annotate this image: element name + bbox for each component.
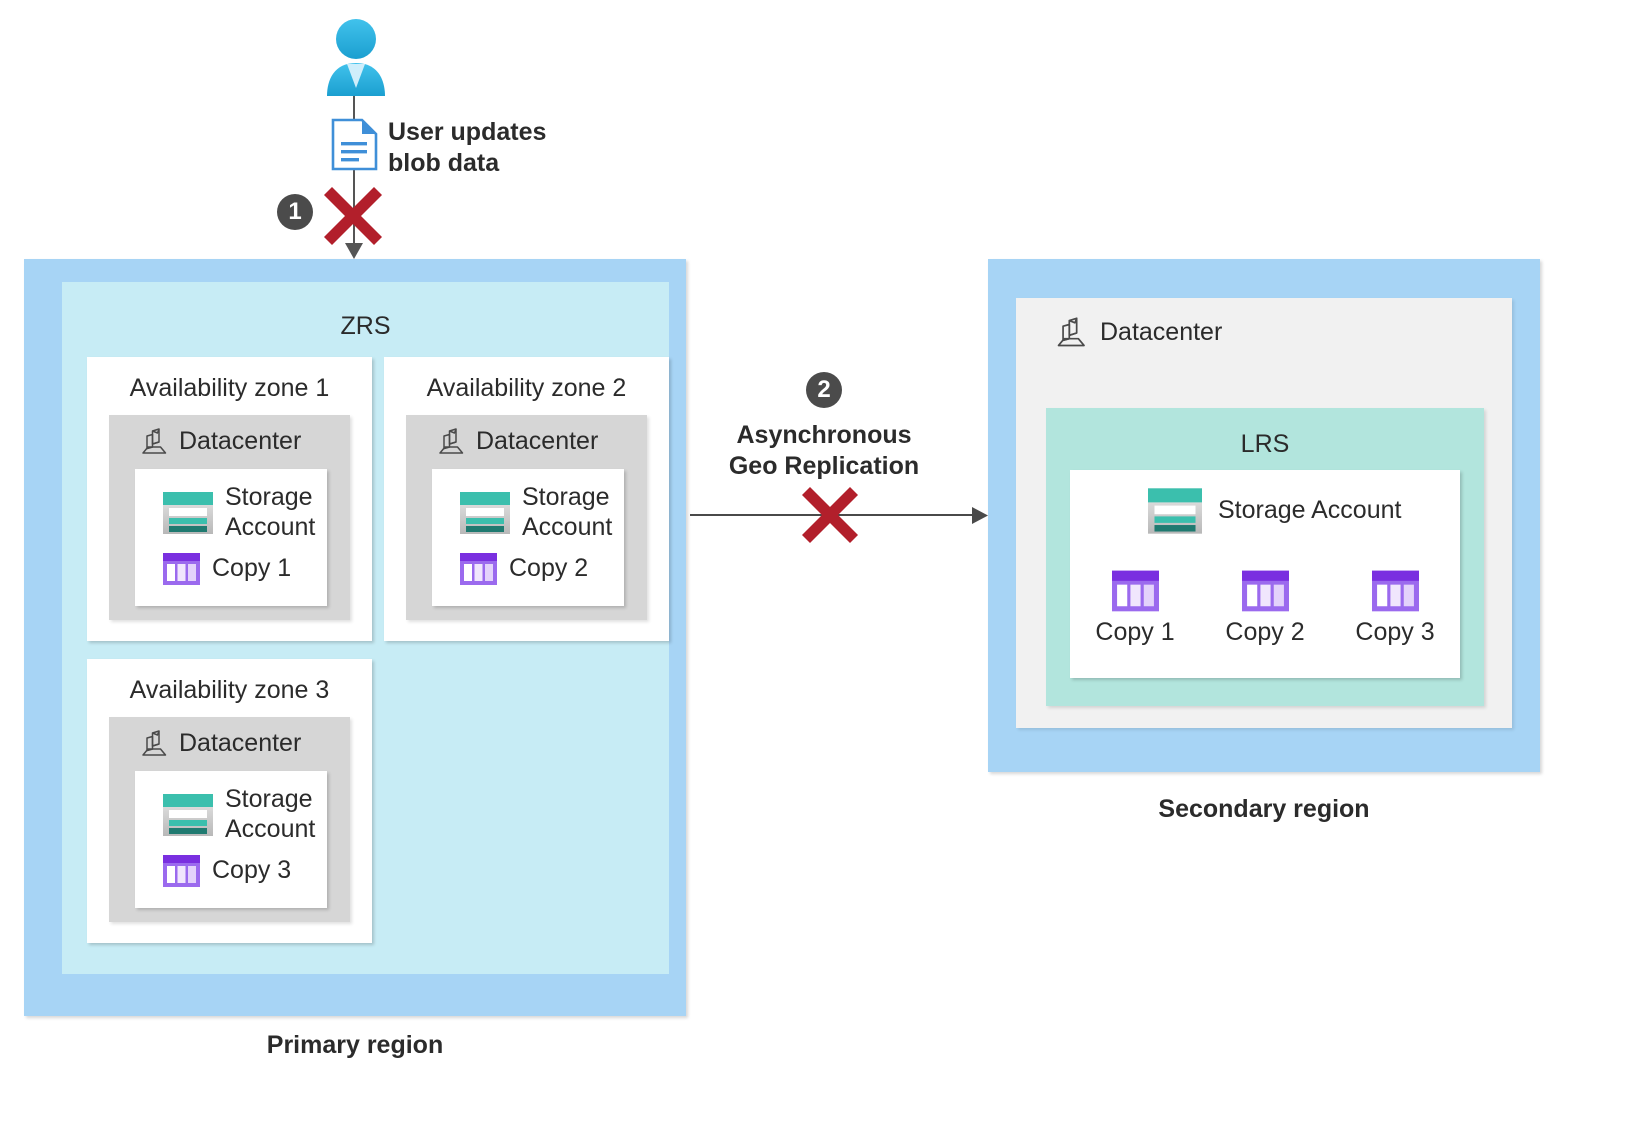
user-action-label-line1: User updates (388, 118, 547, 146)
storage-account-line1-zone-1: Storage (225, 483, 313, 511)
arrow-right-icon (972, 507, 988, 524)
datacenter-box-zone-3: Datacenter (109, 717, 350, 922)
copy-label-zone-3: Copy 3 (212, 856, 292, 885)
storage-account-label-zone-2: Storage Account (522, 483, 612, 542)
lrs-container: LRS (1046, 408, 1484, 706)
copy-icon (163, 553, 200, 585)
storage-inner-box-zone-1: Storage Account (135, 469, 327, 606)
datacenter-label-secondary: Datacenter (1100, 318, 1223, 347)
copy-label-secondary-3: Copy 3 (1355, 618, 1435, 646)
copy-row-zone-2: Copy 2 (460, 553, 588, 585)
user-connector-arrowhead (345, 243, 363, 259)
datacenter-icon (139, 729, 169, 759)
storage-account-line2-zone-2: Account (522, 512, 613, 541)
replication-label-line1: Asynchronous (736, 421, 912, 449)
datacenter-label-zone-2: Datacenter (476, 427, 599, 456)
storage-account-row-zone-1: Storage Account (163, 483, 315, 542)
step-2-badge: 2 (806, 372, 842, 408)
datacenter-header-zone-2: Datacenter (436, 427, 598, 457)
user-action-label-line2: blob data (388, 148, 500, 177)
datacenter-icon (436, 427, 466, 457)
storage-account-row-secondary: Storage Account (1148, 488, 1401, 534)
red-x-icon-user-path (322, 185, 384, 247)
storage-account-line2-zone-3: Account (225, 814, 316, 843)
zrs-label: ZRS (340, 312, 391, 340)
datacenter-label-zone-3: Datacenter (179, 729, 302, 758)
storage-account-row-zone-2: Storage Account (460, 483, 612, 542)
secondary-region-container: Datacenter LRS (988, 259, 1540, 772)
copy-icon (1340, 570, 1450, 612)
storage-account-line1-zone-2: Storage (522, 483, 610, 511)
datacenter-label-zone-1: Datacenter (179, 427, 302, 456)
availability-zone-3-label: Availability zone 3 (129, 676, 330, 704)
storage-account-label-zone-1: Storage Account (225, 483, 315, 542)
step-1-badge: 1 (277, 194, 313, 230)
user-action-label: User updates blob data (388, 117, 546, 178)
availability-zone-1-box: Availability zone 1 (87, 357, 372, 641)
copy-label-zone-2: Copy 2 (509, 554, 589, 583)
zrs-container: ZRS Availability zone 1 (62, 282, 669, 974)
copy-label-secondary-2: Copy 2 (1225, 618, 1305, 646)
datacenter-icon (139, 427, 169, 457)
availability-zone-2-box: Availability zone 2 (384, 357, 669, 641)
step-1-number: 1 (288, 198, 302, 225)
datacenter-box-zone-1: Datacenter (109, 415, 350, 620)
copy-label-zone-1: Copy 1 (212, 554, 292, 583)
copy-icon (1210, 570, 1320, 612)
copy-icon (1080, 570, 1190, 612)
datacenter-icon (1054, 316, 1088, 350)
storage-account-icon (163, 793, 213, 836)
copy-item-3: Copy 3 (1340, 570, 1450, 648)
availability-zone-2-label: Availability zone 2 (426, 374, 627, 402)
lrs-inner-box: Storage Account (1070, 470, 1460, 678)
copy-icon (460, 553, 497, 585)
primary-region-container: ZRS Availability zone 1 (24, 259, 686, 1016)
copy-label-secondary-1: Copy 1 (1095, 618, 1175, 646)
secondary-region-caption: Secondary region (1158, 795, 1370, 823)
availability-zone-3-box: Availability zone 3 (87, 659, 372, 943)
storage-account-line1-zone-3: Storage (225, 785, 313, 813)
copy-row-zone-1: Copy 1 (163, 553, 291, 585)
user-icon (320, 18, 392, 98)
step-2-number: 2 (817, 376, 831, 403)
primary-region-caption: Primary region (266, 1031, 444, 1059)
copies-row-secondary: Copy 1 (1070, 570, 1460, 648)
storage-account-label-zone-3: Storage Account (225, 785, 315, 844)
datacenter-panel-secondary: Datacenter LRS (1016, 298, 1512, 728)
storage-account-label-secondary: Storage Account (1218, 496, 1402, 525)
storage-account-row-zone-3: Storage Account (163, 785, 315, 844)
copy-item-1: Copy 1 (1080, 570, 1190, 648)
user-connector-line (353, 96, 355, 252)
red-x-icon-replication (800, 485, 860, 545)
replication-label: Asynchronous Geo Replication (684, 420, 964, 481)
datacenter-header-zone-1: Datacenter (139, 427, 301, 457)
storage-inner-box-zone-3: Storage Account (135, 771, 327, 908)
document-icon (331, 118, 378, 171)
copy-item-2: Copy 2 (1210, 570, 1320, 648)
storage-inner-box-zone-2: Storage Account (432, 469, 624, 606)
storage-account-icon (1148, 488, 1202, 534)
storage-account-icon (460, 491, 510, 534)
availability-zone-1-label: Availability zone 1 (129, 374, 330, 402)
datacenter-box-zone-2: Datacenter (406, 415, 647, 620)
copy-row-zone-3: Copy 3 (163, 855, 291, 887)
copy-icon (163, 855, 200, 887)
replication-label-line2: Geo Replication (728, 451, 920, 480)
storage-account-icon (163, 491, 213, 534)
storage-account-line2-zone-1: Account (225, 512, 316, 541)
datacenter-header-zone-3: Datacenter (139, 729, 301, 759)
datacenter-header-secondary: Datacenter (1054, 316, 1222, 350)
lrs-label: LRS (1240, 430, 1290, 458)
